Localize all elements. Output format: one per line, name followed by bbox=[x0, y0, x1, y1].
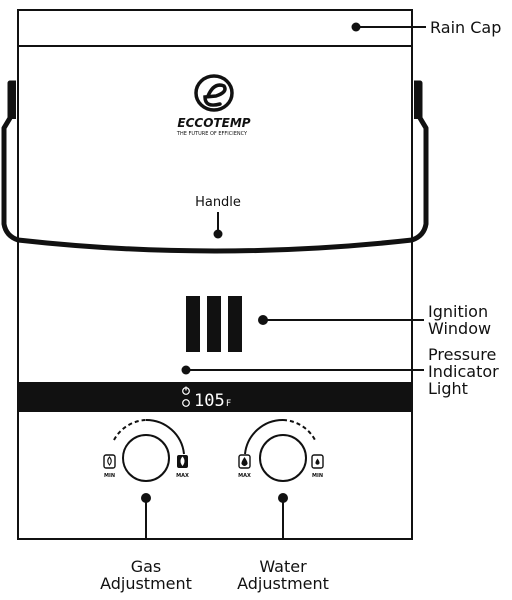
gas-dot bbox=[141, 493, 151, 503]
ignition-window-label-line2: Window bbox=[428, 319, 492, 338]
pressure-indicator-label-line1: Pressure bbox=[428, 345, 497, 364]
water-adjustment-label-line2: Adjustment bbox=[237, 574, 329, 593]
display-panel bbox=[18, 382, 412, 412]
water-dial bbox=[244, 418, 316, 482]
gas-adjustment-label-line1: Gas bbox=[130, 557, 162, 576]
flame-max-icon bbox=[177, 455, 188, 468]
pressure-indicator-label: Pressure Indicator Light bbox=[428, 346, 499, 397]
brand-name: ECCOTEMP bbox=[177, 116, 250, 130]
water-min-label: MIN bbox=[312, 473, 323, 479]
gas-min-label: MIN bbox=[104, 473, 115, 479]
brand-tagline: THE FUTURE OF EFFICIENCY bbox=[176, 131, 248, 137]
heater-body bbox=[17, 45, 413, 540]
gas-adjustment-label-line2: Adjustment bbox=[100, 574, 192, 593]
handle-dot bbox=[213, 229, 223, 239]
ignition-dot bbox=[258, 315, 268, 325]
gas-adjustment-label: Gas Adjustment bbox=[86, 558, 206, 592]
temperature-readout: 105 bbox=[194, 391, 225, 411]
water-max-label: MAX bbox=[238, 473, 251, 479]
rain-cap-label: Rain Cap bbox=[430, 18, 502, 37]
water-drop-min-icon bbox=[311, 454, 324, 469]
eccotemp-logo-icon bbox=[194, 74, 234, 112]
ignition-window-label-line1: Ignition bbox=[428, 302, 489, 321]
flame-icon bbox=[103, 454, 116, 469]
pressure-indicator-label-line3: Light bbox=[428, 379, 468, 398]
water-adjustment-label: Water Adjustment bbox=[223, 558, 343, 592]
water-drop-icon bbox=[238, 454, 251, 469]
handle bbox=[1, 80, 429, 254]
rain-cap-dot bbox=[351, 22, 361, 32]
pressure-indicator-dot bbox=[181, 365, 191, 375]
rain-cap bbox=[17, 9, 413, 47]
ignition-window bbox=[186, 296, 242, 352]
temperature-unit: F bbox=[226, 399, 231, 409]
ignition-window-label: Ignition Window bbox=[428, 303, 491, 337]
gas-dial bbox=[113, 418, 185, 482]
indicator-circle-icon bbox=[182, 399, 190, 407]
water-dot bbox=[278, 493, 288, 503]
power-icon bbox=[182, 386, 190, 395]
water-adjustment-label-line1: Water bbox=[259, 557, 307, 576]
handle-label: Handle bbox=[195, 195, 241, 210]
gas-max-label: MAX bbox=[176, 473, 189, 479]
pressure-indicator-label-line2: Indicator bbox=[428, 362, 499, 381]
